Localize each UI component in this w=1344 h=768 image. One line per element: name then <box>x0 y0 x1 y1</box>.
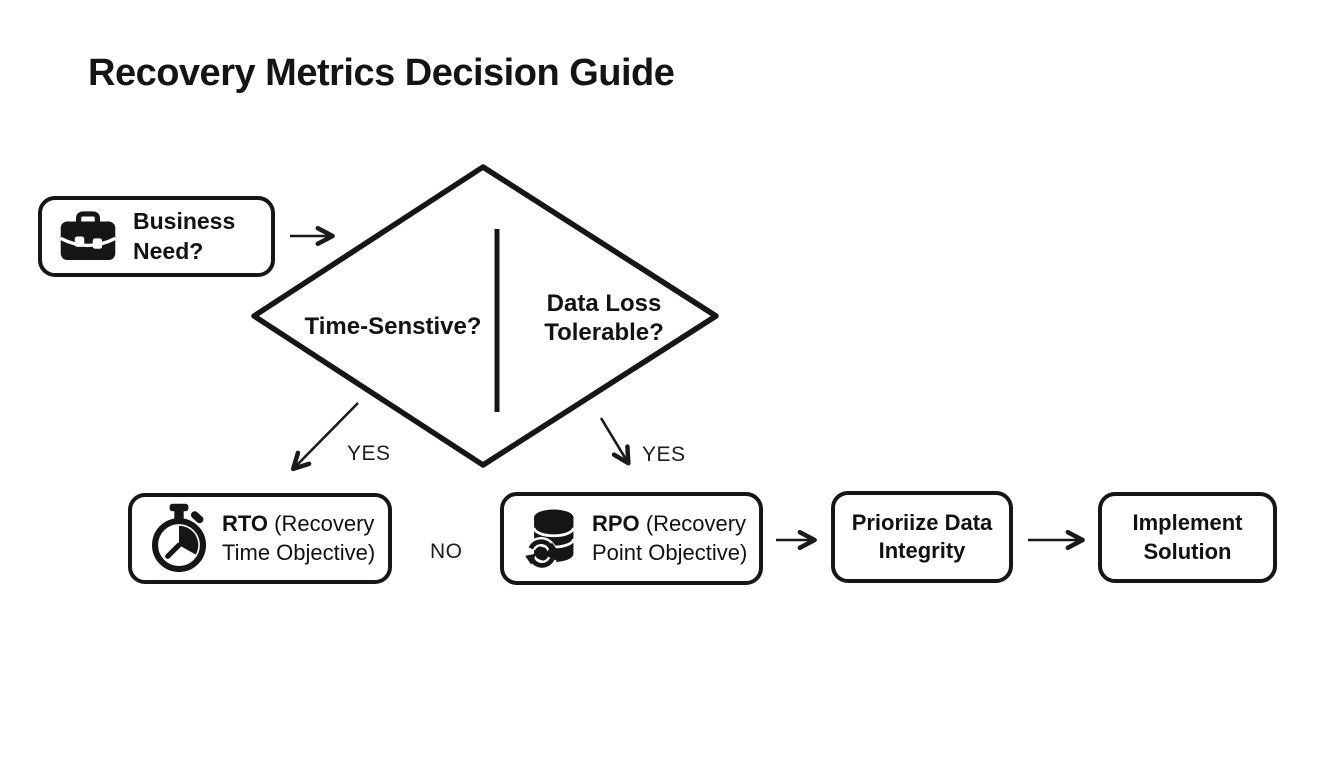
rto-abbr: RTO <box>222 510 269 536</box>
rto-desc: (Recovery Time Objective) <box>222 510 376 565</box>
arrow-yes-to-rto <box>290 402 359 472</box>
prioritize-label: Prioriize Data Integrity <box>851 509 993 563</box>
rto-label: RTO (Recovery Time Objective) <box>222 510 387 567</box>
stopwatch-icon <box>151 503 207 573</box>
implement-label: Implement Solution <box>1132 510 1243 564</box>
node-business-need: Business Need? <box>38 196 275 277</box>
node-rto: RTO (Recovery Time Objective) <box>128 493 392 584</box>
rpo-desc: (Recovery Point Objective) <box>592 510 748 565</box>
database-sync-icon <box>525 508 575 570</box>
node-prioritize-data-integrity: Prioriize Data Integrity <box>831 491 1013 583</box>
decision-right-label: Data Loss Tolerable? <box>544 290 664 347</box>
decision-diamond <box>251 164 719 468</box>
edge-label-yes-left: YES <box>347 442 391 465</box>
rpo-label: RPO (Recovery Point Objective) <box>592 510 757 567</box>
business-need-label: Business Need? <box>133 208 236 264</box>
node-rpo: RPO (Recovery Point Objective) <box>500 492 763 585</box>
briefcase-icon <box>59 211 117 261</box>
rpo-abbr: RPO <box>592 510 640 536</box>
decision-left-label: Time-Senstive? <box>304 313 482 340</box>
arrow-yes-to-rpo <box>599 417 631 466</box>
edge-label-no: NO <box>430 540 463 563</box>
node-implement-solution: Implement Solution <box>1098 492 1277 583</box>
page-title: Recovery Metrics Decision Guide <box>88 52 675 94</box>
edge-label-yes-right: YES <box>642 443 686 466</box>
